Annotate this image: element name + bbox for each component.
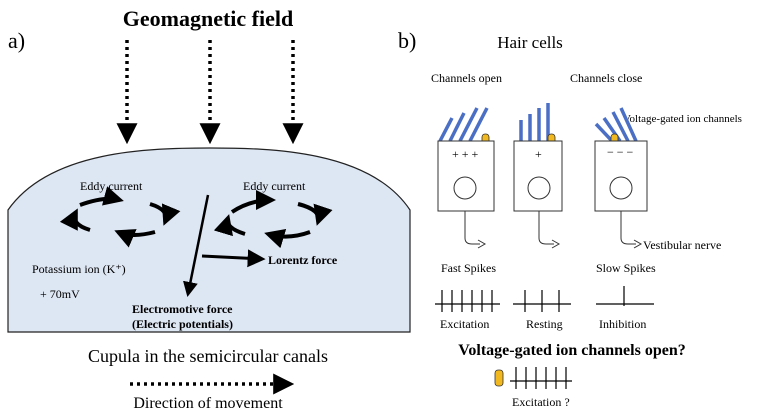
spike-train-resting [513, 290, 571, 312]
cell-2-charge: + [535, 147, 542, 161]
excitation-label: Excitation [440, 317, 489, 331]
channels-close-label: Channels close [570, 71, 642, 85]
cell-3-charge: − − − [607, 145, 634, 159]
hair-cell-2: + [513, 103, 563, 249]
lorentz-force-label: Lorentz force [268, 253, 338, 267]
voltage-gated-channels-label: Voltage-gated ion channels [623, 113, 742, 125]
eddy-loop-left [59, 186, 181, 248]
cupula-caption: Cupula in the semicircular canals [88, 346, 328, 366]
axon-1-arrow [477, 239, 487, 249]
eddy-current-left-label: Eddy current [80, 179, 143, 193]
fast-spikes-label: Fast Spikes [441, 261, 496, 275]
cell-body-3 [594, 140, 648, 212]
slow-spikes-label: Slow Spikes [596, 261, 656, 275]
axon-3-arrow [633, 239, 643, 249]
cell-1-charge: + + + [452, 147, 479, 161]
nucleus-2 [527, 176, 551, 200]
hair-cell-1: + + + [437, 107, 495, 249]
panel-b-label: b) [398, 28, 416, 53]
voltage-label: + 70mV [40, 287, 80, 301]
hair-cell-3: − − − [594, 107, 648, 249]
spike-train-question [510, 367, 572, 389]
geomagnetic-arrows [116, 40, 304, 145]
vestibular-nerve-label: Vestibular nerve [643, 238, 721, 252]
electromotive-force-arrow [183, 194, 210, 297]
lorentz-force-arrow [201, 249, 266, 268]
axon-2-arrow [551, 239, 561, 249]
axon-1 [464, 211, 480, 245]
resting-label: Resting [526, 317, 563, 331]
direction-label: Direction of movement [133, 395, 283, 412]
spike-train-inhibition [596, 286, 654, 306]
voltage-gated-channel-icon [494, 369, 504, 387]
excitation-question-label: Excitation ? [512, 395, 570, 409]
hair-bundle-1 [438, 107, 489, 142]
eddy-loop-right [213, 190, 333, 249]
panel-a-label: a) [8, 28, 25, 53]
inhibition-label: Inhibition [599, 317, 646, 331]
nucleus-1 [453, 176, 477, 200]
spike-train-excitation [435, 290, 500, 312]
question-label: Voltage-gated ion channels open? [458, 342, 685, 359]
emf-label-line1: Electromotive force [132, 302, 233, 316]
hair-bundle-2 [519, 103, 550, 141]
potassium-label: Potassium ion (K⁺) [32, 262, 126, 276]
geomagnetic-title: Geomagnetic field [123, 6, 293, 31]
hair-cells-title: Hair cells [497, 33, 563, 52]
channels-open-label: Channels open [431, 71, 502, 85]
nucleus-3 [609, 176, 633, 200]
emf-label-line2: (Electric potentials) [132, 317, 233, 331]
axon-2 [538, 211, 554, 245]
eddy-current-right-label: Eddy current [243, 179, 306, 193]
axon-3 [620, 211, 636, 245]
